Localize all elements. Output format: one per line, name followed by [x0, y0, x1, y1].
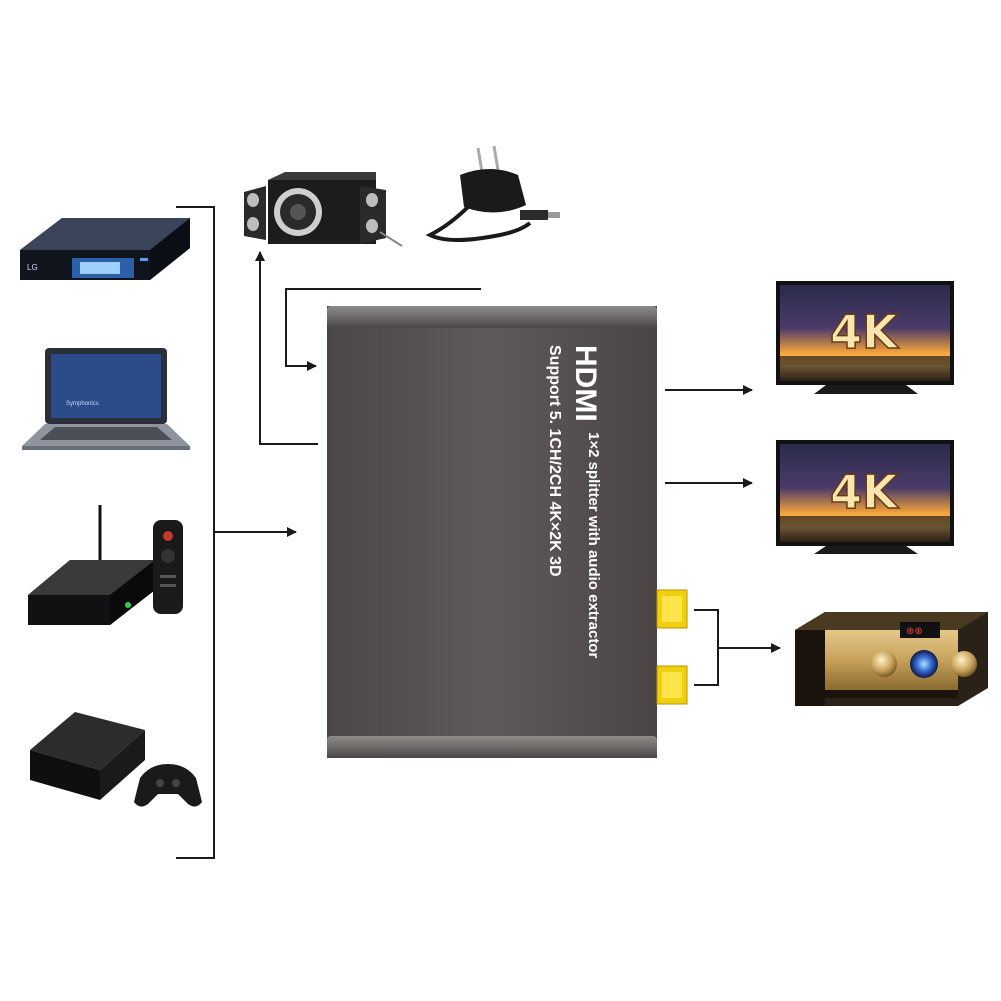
laptop-icon: Symphonics: [22, 348, 190, 450]
rca-jack-bottom: [656, 665, 688, 705]
bluray-brand: LG: [27, 263, 38, 272]
rca-jack-top: [656, 589, 688, 629]
tv-bottom-label: 4K: [830, 465, 900, 519]
gamepad-icon: [134, 764, 202, 807]
speaker-connection: [255, 251, 481, 445]
tv-top-label: 4K: [830, 305, 900, 359]
amplifier-icon: ⊕⊕: [795, 612, 988, 706]
tv-display-bottom: 4K: [776, 440, 954, 554]
laptop-brand: Symphonics: [66, 401, 99, 407]
splitter-top-rail: [327, 306, 657, 328]
android-tv-box-icon: [28, 505, 155, 625]
remote-control-icon: [153, 520, 183, 614]
splitter-body: [327, 306, 657, 758]
splitter-line1: 1×2 splitter with audio extractor: [585, 432, 602, 658]
hdmi-splitter: HDMI 1×2 splitter with audio extractor S…: [327, 306, 688, 758]
bluray-player-icon: LG: [20, 218, 190, 280]
power-adapter-icon: [425, 145, 560, 242]
svg-text:⊕⊕: ⊕⊕: [906, 626, 923, 637]
audio-output-bracket: [694, 609, 781, 686]
game-console-icon: [30, 712, 145, 800]
tv-display-top: 4K: [776, 281, 954, 394]
speaker-icon: [244, 172, 403, 247]
source-bus: [176, 206, 297, 859]
splitter-title: HDMI: [569, 345, 602, 422]
splitter-line2: Support 5. 1CH/2CH 4K×2K 3D: [546, 345, 563, 577]
splitter-bottom-rail: [327, 736, 657, 758]
